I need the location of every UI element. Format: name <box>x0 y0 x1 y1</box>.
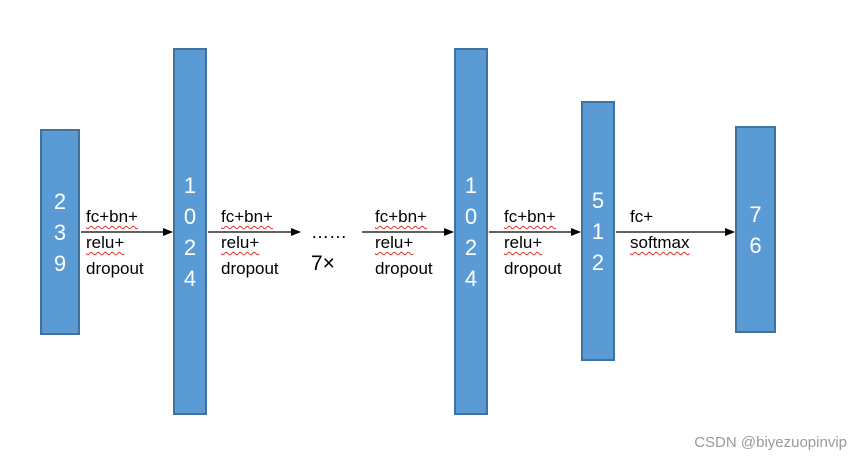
label-line: fc+bn+ <box>375 207 427 226</box>
layer-digit: 6 <box>749 232 762 258</box>
connection-label-3: fc+bn+ relu+ dropout <box>375 204 433 282</box>
layer-digit: 1 <box>464 172 478 198</box>
label-line: fc+bn+ <box>504 207 556 226</box>
layer-digit: 2 <box>591 249 605 275</box>
layer-digit: 2 <box>53 188 67 214</box>
layer-digit: 1 <box>183 172 197 198</box>
layer-digit: 5 <box>591 187 605 213</box>
connection-label-2: fc+bn+ relu+ dropout <box>221 204 279 282</box>
layer-digit: 9 <box>53 250 67 276</box>
repeat-count: 7× <box>311 252 335 275</box>
repeat-ellipsis: …… <box>311 222 347 242</box>
layer-box-output-76: 7 6 <box>735 126 776 333</box>
connection-label-4: fc+bn+ relu+ dropout <box>504 204 562 282</box>
layer-digit: 0 <box>183 203 197 229</box>
layer-digit: 3 <box>53 219 67 245</box>
label-line: fc+bn+ <box>221 207 273 226</box>
connection-label-5: fc+ softmax <box>630 204 690 256</box>
layer-digit: 1 <box>591 218 605 244</box>
label-line: relu+ <box>504 233 543 252</box>
layer-digit: 4 <box>183 265 197 291</box>
layer-digit: 0 <box>464 203 478 229</box>
layer-box-hidden-1024-first: 1 0 2 4 <box>173 48 207 415</box>
watermark: CSDN @biyezuopinvip <box>694 434 847 451</box>
layer-box-hidden-512: 5 1 2 <box>581 101 615 361</box>
layer-box-input-239: 2 3 9 <box>40 129 80 335</box>
label-line: relu+ <box>375 233 414 252</box>
label-line: fc+ <box>630 207 654 226</box>
label-line: fc+bn+ <box>86 207 138 226</box>
label-line: dropout <box>221 259 279 278</box>
label-line: dropout <box>86 259 144 278</box>
label-line: relu+ <box>86 233 125 252</box>
label-line: softmax <box>630 233 690 252</box>
layer-box-hidden-1024-last: 1 0 2 4 <box>454 48 488 415</box>
layer-digit: 2 <box>183 234 197 260</box>
connection-label-1: fc+bn+ relu+ dropout <box>86 204 144 282</box>
layer-digit: 4 <box>464 265 478 291</box>
label-line: dropout <box>375 259 433 278</box>
label-line: relu+ <box>221 233 260 252</box>
layer-digit: 7 <box>749 201 762 227</box>
label-line: dropout <box>504 259 562 278</box>
layer-digit: 2 <box>464 234 478 260</box>
